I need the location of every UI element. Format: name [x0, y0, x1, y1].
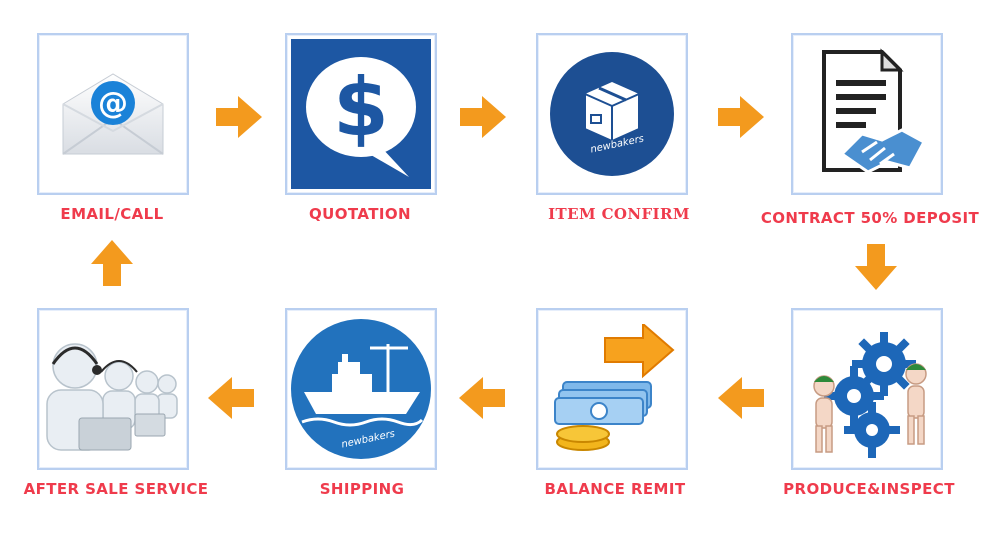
- step-label: ITEM CONFIRM: [548, 205, 690, 223]
- step-email-call-box: @: [37, 33, 189, 195]
- step-label: BALANCE REMIT: [544, 480, 686, 498]
- dollar-speech-bubble-icon: $: [291, 39, 431, 189]
- envelope-at-icon: @: [62, 73, 164, 155]
- step-label: QUOTATION: [309, 205, 411, 223]
- step-quotation-box: $: [285, 33, 437, 195]
- up-arrow-icon: [91, 240, 133, 286]
- left-arrow-icon: [459, 377, 505, 419]
- cargo-ship-icon: [291, 319, 431, 459]
- step-contract-box: [791, 33, 943, 195]
- package-box-icon: [550, 52, 674, 176]
- svg-text:$: $: [333, 61, 389, 154]
- step-label: CONTRACT 50% DEPOSIT: [760, 209, 980, 227]
- left-arrow-icon: [208, 377, 254, 419]
- right-arrow-icon: [216, 96, 262, 138]
- step-produce-inspect-box: [791, 308, 943, 470]
- right-arrow-icon: [460, 96, 506, 138]
- step-after-sale-box: [37, 308, 189, 470]
- call-center-agents-icon: [46, 343, 178, 451]
- step-label: SHIPPING: [319, 480, 405, 498]
- down-arrow-icon: [855, 244, 897, 290]
- step-label: AFTER SALE SERVICE: [23, 480, 209, 498]
- right-arrow-icon: [718, 96, 764, 138]
- step-balance-remit-box: [536, 308, 688, 470]
- left-arrow-icon: [718, 377, 764, 419]
- step-label: PRODUCE&INSPECT: [783, 480, 955, 498]
- step-item-confirm-box: newbakers: [536, 33, 688, 195]
- gears-workers-icon: [813, 332, 927, 458]
- money-transfer-icon: [554, 324, 675, 451]
- step-label: EMAIL/CALL: [60, 205, 164, 223]
- step-shipping-box: newbakers: [285, 308, 437, 470]
- svg-text:@: @: [98, 86, 128, 121]
- contract-handshake-icon: [822, 47, 927, 174]
